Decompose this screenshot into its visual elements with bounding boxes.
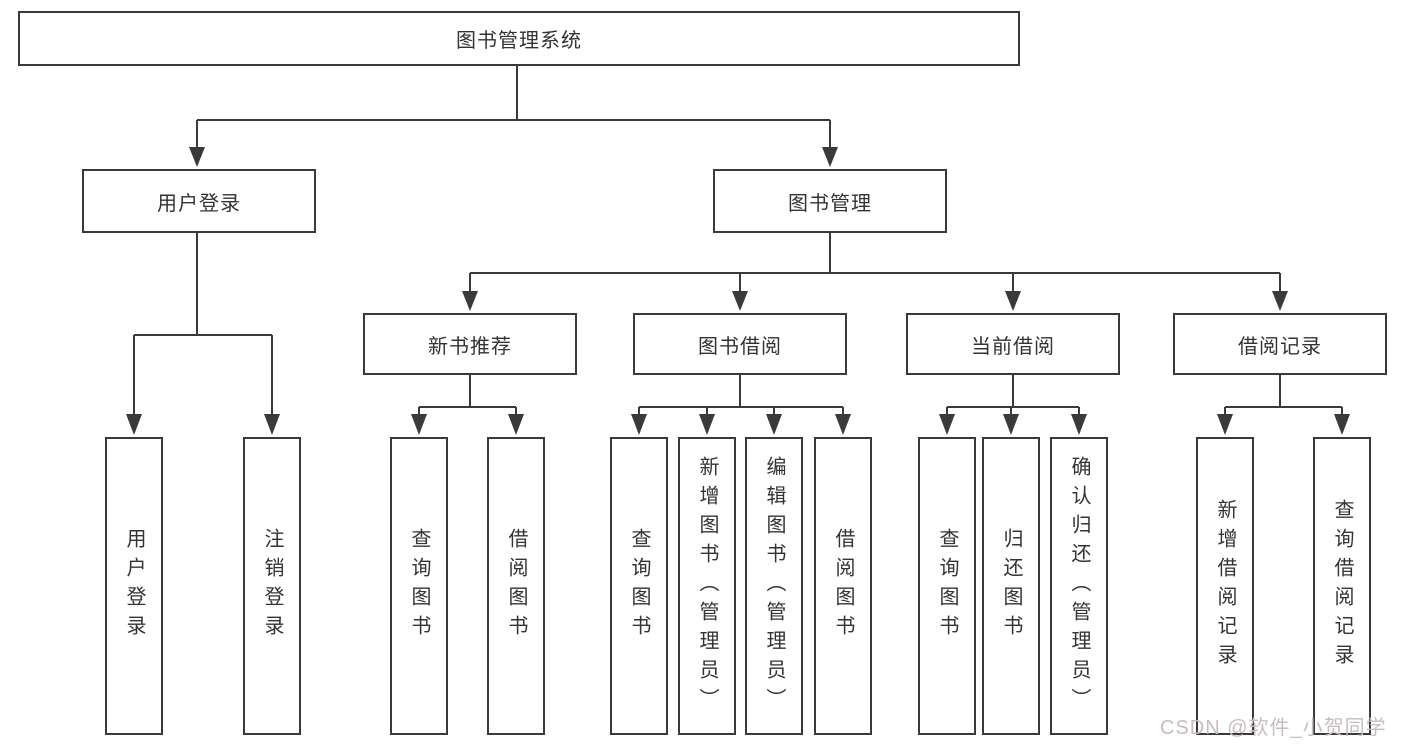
leaf-label: 新增图书（管理员） xyxy=(696,455,718,717)
leaf-query-books-current: 查询图书 xyxy=(918,437,976,735)
leaf-edit-book-admin: 编辑图书（管理员） xyxy=(745,437,803,735)
leaf-confirm-return-admin: 确认归还（管理员） xyxy=(1050,437,1108,735)
node-new-book-recommend: 新书推荐 xyxy=(363,313,577,375)
arrow-icon xyxy=(835,414,851,435)
arrow-icon xyxy=(732,291,748,311)
leaf-borrow-books: 借阅图书 xyxy=(814,437,872,735)
arrow-icon xyxy=(126,414,142,435)
arrow-icon xyxy=(462,291,478,311)
leaf-label: 编辑图书（管理员） xyxy=(763,455,785,717)
leaf-label: 查询图书 xyxy=(628,528,650,644)
node-book-management: 图书管理 xyxy=(713,169,947,233)
leaf-label: 新增借阅记录 xyxy=(1214,499,1236,673)
leaf-query-borrow-record: 查询借阅记录 xyxy=(1313,437,1371,735)
arrow-icon xyxy=(264,414,280,435)
node-book-borrowing: 图书借阅 xyxy=(633,313,847,375)
node-current-borrowing: 当前借阅 xyxy=(906,313,1120,375)
leaf-logout: 注销登录 xyxy=(243,437,301,735)
arrow-icon xyxy=(631,414,647,435)
leaf-label: 查询图书 xyxy=(936,528,958,644)
leaf-query-books-recommend: 查询图书 xyxy=(390,437,448,735)
leaf-label: 归还图书 xyxy=(1000,528,1022,644)
node-root-system: 图书管理系统 xyxy=(18,11,1020,66)
leaf-label: 借阅图书 xyxy=(832,528,854,644)
leaf-borrow-books-recommend: 借阅图书 xyxy=(487,437,545,735)
node-user-login: 用户登录 xyxy=(82,169,316,233)
arrow-icon xyxy=(939,414,955,435)
arrow-icon xyxy=(1217,414,1233,435)
leaf-query-books-borrow: 查询图书 xyxy=(610,437,668,735)
csdn-watermark: CSDN @软件_小贺同学 xyxy=(1160,717,1387,739)
leaf-return-book: 归还图书 xyxy=(982,437,1040,735)
arrow-icon xyxy=(822,147,838,167)
arrow-icon xyxy=(189,147,205,167)
arrow-icon xyxy=(699,414,715,435)
arrow-icon xyxy=(508,414,524,435)
arrow-icon xyxy=(1071,414,1087,435)
arrow-icon xyxy=(1003,414,1019,435)
connector-path xyxy=(133,66,1343,418)
leaf-label: 借阅图书 xyxy=(505,528,527,644)
leaf-add-book-admin: 新增图书（管理员） xyxy=(678,437,736,735)
leaf-label: 注销登录 xyxy=(261,528,283,644)
arrow-icon xyxy=(411,414,427,435)
arrow-icon xyxy=(1272,291,1288,311)
leaf-label: 用户登录 xyxy=(123,528,145,644)
leaf-label: 查询借阅记录 xyxy=(1331,499,1353,673)
arrowheads xyxy=(126,147,1350,435)
arrow-icon xyxy=(1005,291,1021,311)
leaf-label: 查询图书 xyxy=(408,528,430,644)
leaf-user-login: 用户登录 xyxy=(105,437,163,735)
node-borrowing-records: 借阅记录 xyxy=(1173,313,1387,375)
leaf-add-borrow-record: 新增借阅记录 xyxy=(1196,437,1254,735)
arrow-icon xyxy=(1334,414,1350,435)
arrow-icon xyxy=(766,414,782,435)
leaf-label: 确认归还（管理员） xyxy=(1068,455,1090,717)
